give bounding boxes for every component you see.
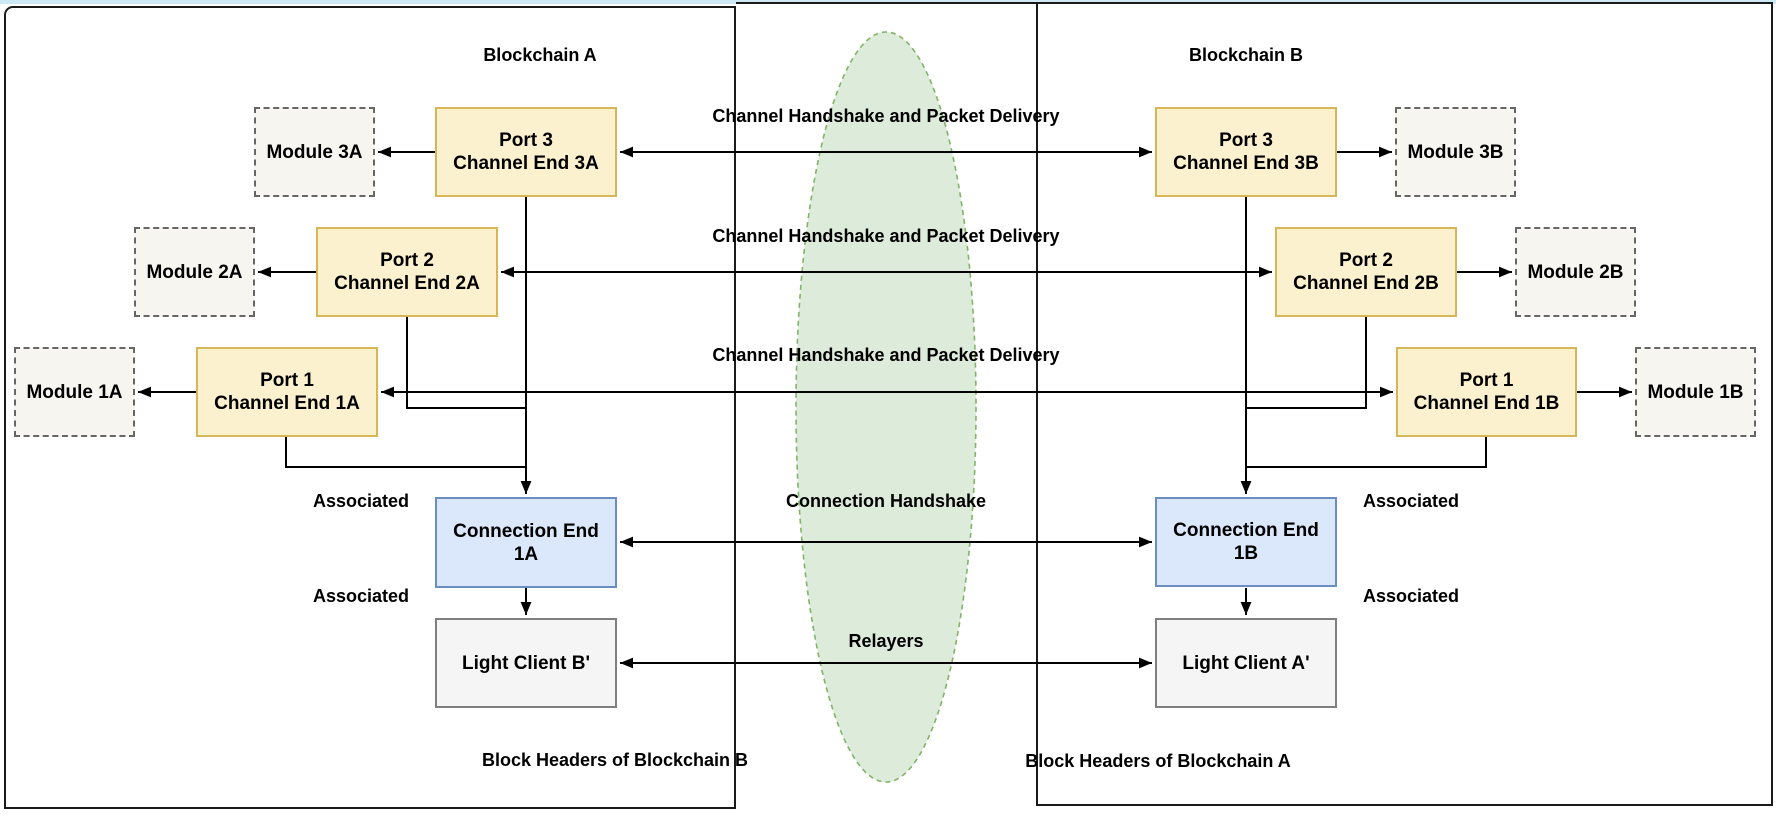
node-module-3a: Module 3A bbox=[254, 107, 375, 197]
node-port-2a: Port 2 Channel End 2A bbox=[316, 227, 498, 317]
node-title: Port 1 bbox=[1459, 370, 1514, 391]
node-subtitle: Channel End 1B bbox=[1413, 393, 1560, 414]
node-connection-end-1a: Connection End 1A bbox=[435, 497, 617, 588]
channel-label-row3: Channel Handshake and Packet Delivery bbox=[712, 106, 1060, 126]
node-subtitle: Channel End 3B bbox=[1173, 153, 1319, 174]
node-light-client-a: Light Client A' bbox=[1155, 618, 1337, 708]
relayers-label: Relayers bbox=[848, 631, 924, 651]
associated-label-b-bottom: Associated bbox=[1362, 586, 1460, 606]
node-label: Light Client B' bbox=[462, 652, 590, 674]
node-subtitle: 1B bbox=[1233, 543, 1259, 564]
node-label: Module 2B bbox=[1527, 261, 1624, 283]
node-subtitle: 1A bbox=[513, 543, 539, 565]
channel-label-row2: Channel Handshake and Packet Delivery bbox=[712, 226, 1060, 246]
node-module-2a: Module 2A bbox=[134, 227, 255, 317]
channel-label-row1: Channel Handshake and Packet Delivery bbox=[712, 345, 1060, 365]
node-title: Port 1 bbox=[260, 370, 314, 391]
node-title: Connection End bbox=[453, 520, 599, 542]
node-label: Module 2A bbox=[146, 261, 243, 283]
node-connection-end-1b: Connection End 1B bbox=[1155, 497, 1337, 587]
node-label: Module 1B bbox=[1647, 381, 1744, 403]
node-port-3a: Port 3 Channel End 3A bbox=[435, 107, 617, 197]
node-subtitle: Channel End 2B bbox=[1293, 273, 1439, 294]
node-port-1b: Port 1 Channel End 1B bbox=[1396, 347, 1577, 437]
connection-handshake-label: Connection Handshake bbox=[785, 491, 987, 511]
associated-label-a-top: Associated bbox=[312, 491, 410, 511]
node-label: Module 1A bbox=[26, 381, 123, 403]
node-title: Port 2 bbox=[380, 250, 434, 271]
node-label: Module 3B bbox=[1407, 141, 1504, 163]
node-light-client-b: Light Client B' bbox=[435, 618, 617, 708]
node-module-1b: Module 1B bbox=[1635, 347, 1756, 437]
node-title: Connection End bbox=[1173, 520, 1319, 541]
node-module-2b: Module 2B bbox=[1515, 227, 1636, 317]
node-module-3b: Module 3B bbox=[1395, 107, 1516, 197]
relayers-ellipse bbox=[795, 31, 977, 783]
node-title: Port 3 bbox=[499, 130, 553, 151]
block-headers-a-label: Block Headers of Blockchain A bbox=[1025, 751, 1291, 771]
node-title: Port 2 bbox=[1339, 250, 1393, 271]
node-title: Port 3 bbox=[1219, 130, 1273, 151]
associated-label-a-bottom: Associated bbox=[312, 586, 410, 606]
node-label: Light Client A' bbox=[1182, 652, 1310, 674]
block-headers-b-label: Block Headers of Blockchain B bbox=[481, 750, 749, 770]
node-label: Module 3A bbox=[266, 141, 363, 163]
node-subtitle: Channel End 2A bbox=[334, 273, 480, 294]
node-port-2b: Port 2 Channel End 2B bbox=[1275, 227, 1457, 317]
blockchain-b-title: Blockchain B bbox=[1188, 45, 1304, 65]
blockchain-a-title: Blockchain A bbox=[483, 45, 597, 65]
node-module-1a: Module 1A bbox=[14, 347, 135, 437]
node-subtitle: Channel End 3A bbox=[453, 153, 599, 174]
associated-label-b-top: Associated bbox=[1362, 491, 1460, 511]
node-port-3b: Port 3 Channel End 3B bbox=[1155, 107, 1337, 197]
node-port-1a: Port 1 Channel End 1A bbox=[196, 347, 378, 437]
node-subtitle: Channel End 1A bbox=[214, 393, 360, 414]
